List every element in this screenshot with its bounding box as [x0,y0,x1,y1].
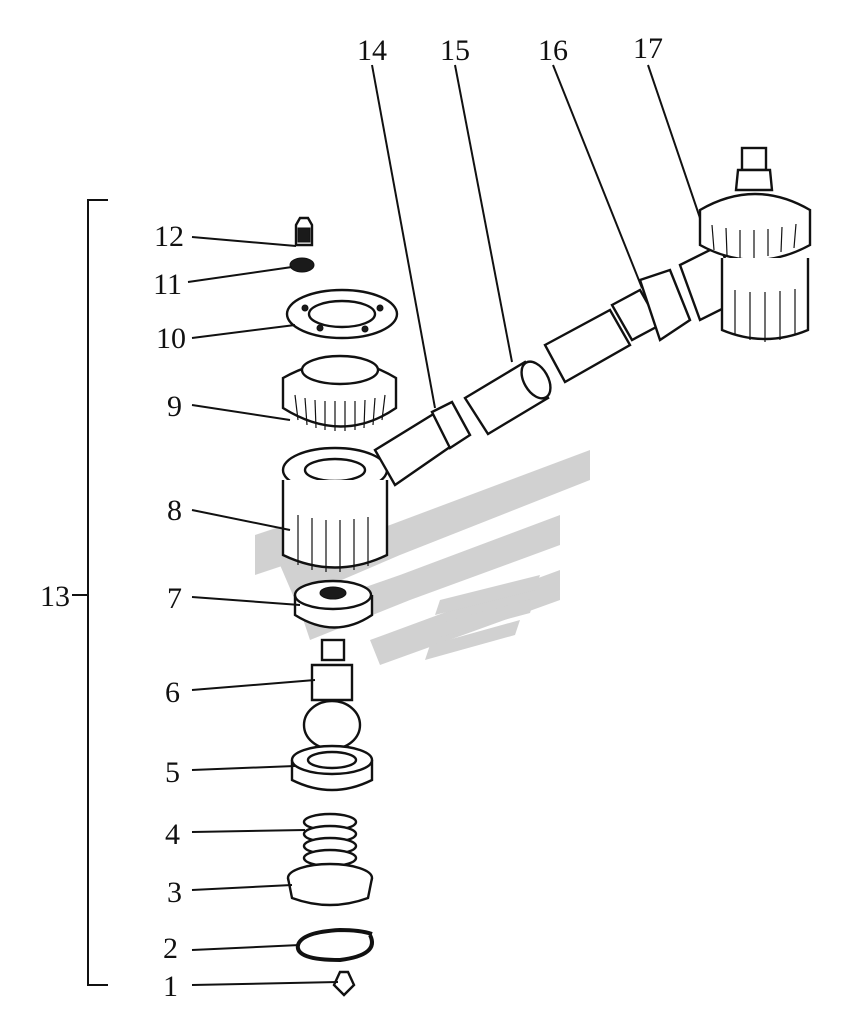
part-17-tie-rod-end [698,146,812,342]
label-17: 17 [633,32,663,65]
label-14: 14 [357,34,387,67]
label-11: 11 [153,268,182,301]
part-7-liner [293,579,374,629]
part-10-gasket [285,288,399,340]
label-13: 13 [40,580,70,613]
leader-lines [187,64,701,986]
part-14-16-rod [373,243,742,487]
part-1-grease-fitting [332,970,356,997]
part-8-housing [281,446,389,572]
label-2: 2 [163,932,178,965]
label-15: 15 [440,34,470,67]
part-4-spring [302,812,358,868]
label-5: 5 [165,756,180,789]
label-6: 6 [165,676,180,709]
label-10: 10 [156,322,186,355]
part-3-cap [286,862,374,907]
part-11-washer [289,257,315,273]
label-16: 16 [538,34,568,67]
label-12: 12 [154,220,184,253]
label-4: 4 [165,818,180,851]
part-5-ring [290,744,374,792]
part-9-boot [281,354,398,431]
label-7: 7 [167,582,182,615]
part-2-retaining-ring [295,927,374,963]
label-9: 9 [167,390,182,423]
label-3: 3 [167,876,182,909]
assembly-bracket [72,199,108,986]
label-1: 1 [163,970,178,1003]
part-12-bolt [294,216,314,247]
part-6-ball-pin [302,638,362,751]
callout-labels: 1 2 3 4 5 6 7 8 9 10 11 12 13 14 15 16 1… [40,32,663,1003]
label-8: 8 [167,494,182,527]
